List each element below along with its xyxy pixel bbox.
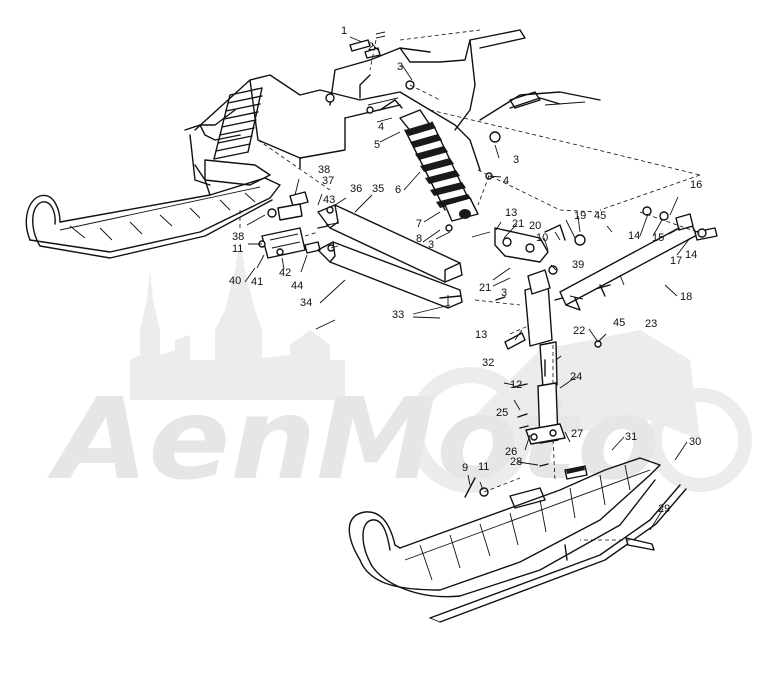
callout-43: 43 [323,194,335,206]
callout-10: 10 [536,232,548,244]
radius-rods [317,204,463,309]
callout-32: 32 [482,357,494,369]
left-ski [25,177,281,259]
main-shock-absorber [367,97,479,222]
callout-4: 4 [503,175,509,187]
callout-21: 21 [512,218,524,230]
callout-3: 3 [501,287,507,299]
callout-40: 40 [229,275,241,287]
callout-4: 4 [378,121,384,133]
callout-33: 33 [392,309,404,321]
callout-18: 18 [680,291,692,303]
callout-6: 6 [395,184,401,196]
chassis-outline [194,29,701,213]
callout-labels: 1 2 3 3 3 3 4 4 5 6 7 8 9 10 11 11 12 13… [229,25,702,515]
callout-15: 15 [652,232,664,244]
callout-16: 16 [690,179,702,191]
callout-37: 37 [322,175,334,187]
callout-3: 3 [397,61,403,73]
callout-30: 30 [689,436,701,448]
callout-22: 22 [573,325,585,337]
left-shock-spring [213,87,263,160]
callout-11: 11 [232,243,243,255]
callout-29: 29 [658,503,670,515]
callout-45: 45 [594,210,606,222]
callout-9: 9 [462,462,468,474]
callout-35: 35 [372,183,384,195]
callout-12: 12 [510,379,522,391]
callout-1: 1 [341,25,347,37]
callout-23: 23 [645,318,657,330]
callout-45: 45 [613,317,625,329]
callout-17: 17 [670,255,682,267]
callout-19: 19 [574,210,586,222]
loose-hardware [439,295,602,498]
callout-27: 27 [571,428,583,440]
left-shock-assembly [184,87,271,196]
callout-13: 13 [475,329,487,341]
callout-14: 14 [685,249,697,261]
callout-34: 34 [300,297,312,309]
callout-14: 14 [628,230,640,242]
spindle-assembly [474,221,698,481]
callout-26: 26 [505,446,517,458]
callout-5: 5 [374,139,380,151]
callout-3: 3 [513,154,519,166]
callout-25: 25 [496,407,508,419]
watermark: AenMoto [46,240,752,505]
callout-13: 13 [505,207,517,219]
callout-20: 20 [529,220,541,232]
watermark-text: AenMoto [46,375,660,505]
front-ski [348,457,687,623]
callout-21: 21 [479,282,491,294]
callout-2: 2 [368,41,374,53]
callout-39: 39 [572,259,584,271]
callout-11: 11 [478,461,489,473]
callout-31: 31 [625,431,637,443]
leader-lines [244,36,691,531]
callout-38: 38 [318,164,330,176]
spindle-hardware [639,206,718,241]
callout-8: 8 [416,233,422,245]
callout-38: 38 [232,231,244,243]
callout-24: 24 [570,371,582,383]
callout-7: 7 [416,218,422,230]
callout-28: 28 [510,456,522,468]
callout-3: 3 [428,239,434,251]
callout-44: 44 [291,280,303,292]
callout-42: 42 [279,267,291,279]
callout-36: 36 [350,183,362,195]
main-shock-spring [404,121,472,211]
callout-41: 41 [251,276,263,288]
rod-brackets [239,191,335,259]
watermark-city-skyline [130,240,345,400]
